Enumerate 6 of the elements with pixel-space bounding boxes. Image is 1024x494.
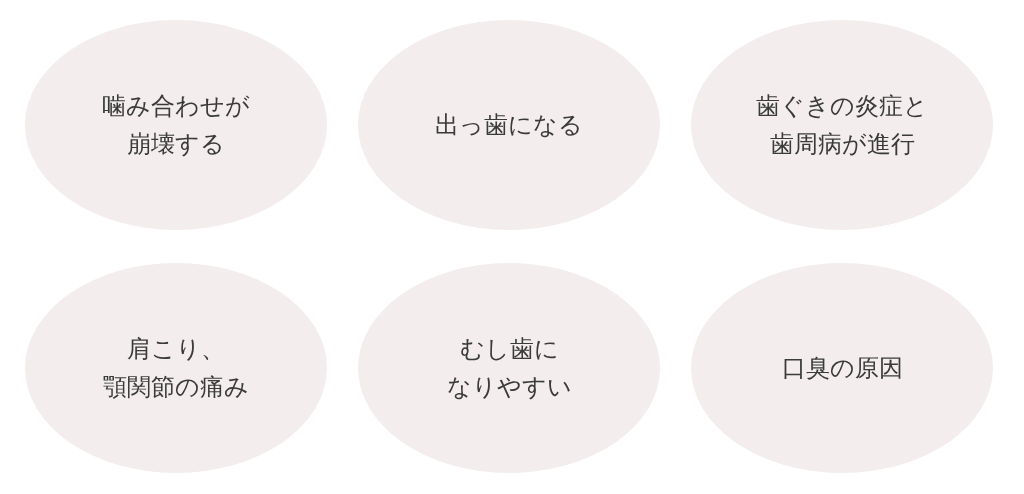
node-text: 噛み合わせが崩壊する (102, 90, 250, 160)
node-text: むし歯になりやすい (446, 333, 572, 403)
node-text: 肩こり、顎関節の痛み (103, 333, 249, 403)
node-text: 出っ歯になる (435, 109, 583, 141)
node-text: 口臭の原因 (781, 352, 903, 384)
node-text: 歯ぐきの炎症と歯周病が進行 (756, 90, 928, 160)
